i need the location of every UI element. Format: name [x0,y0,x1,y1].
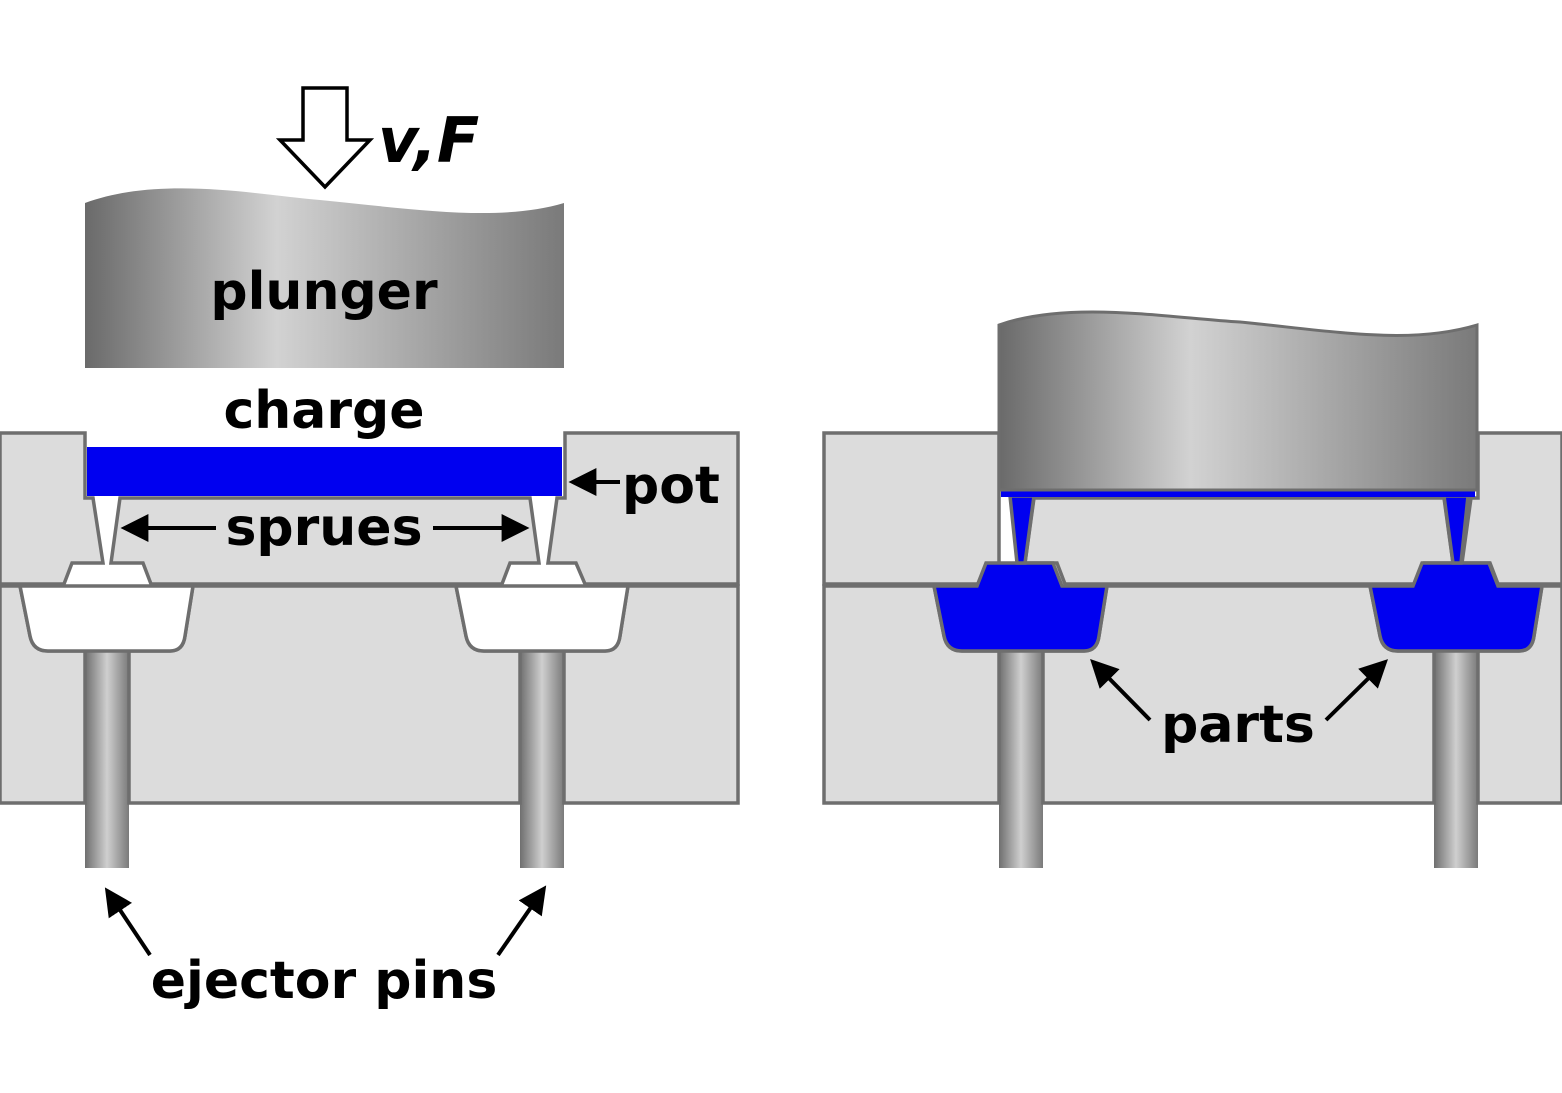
parts-label: parts [1161,695,1315,755]
ejector-pin-left-after [999,648,1043,868]
plunger [85,188,564,368]
annotation-arrows [104,468,1388,957]
parts-arrow-right [1324,659,1388,722]
before-stage [0,86,740,868]
pot-label: pot [622,456,720,516]
ejector-arrow-right [496,885,547,957]
molded-part-left [931,561,1110,653]
ejector-arrow-left [104,887,152,957]
upper-mold-half [0,431,740,586]
after-stage [822,310,1562,868]
molded-part-right [1367,561,1545,653]
parts-arrow-left [1090,659,1152,722]
cull-layer [1001,490,1475,497]
charge-label: charge [223,381,424,441]
plunger-label: plunger [210,262,438,322]
ejector-pin-right [520,648,564,868]
force-label: v,F [378,104,479,177]
empty-cavity-right [453,584,631,653]
sprues-label: sprues [225,498,422,558]
ejector-pin-left [85,648,129,868]
plunger-after [997,310,1479,492]
empty-cavity-left [17,584,196,653]
force-arrow-icon [275,86,375,190]
charge-material [87,447,562,496]
ejector-pin-right-after [1434,648,1478,868]
ejector-pins-label: ejector pins [151,951,498,1011]
